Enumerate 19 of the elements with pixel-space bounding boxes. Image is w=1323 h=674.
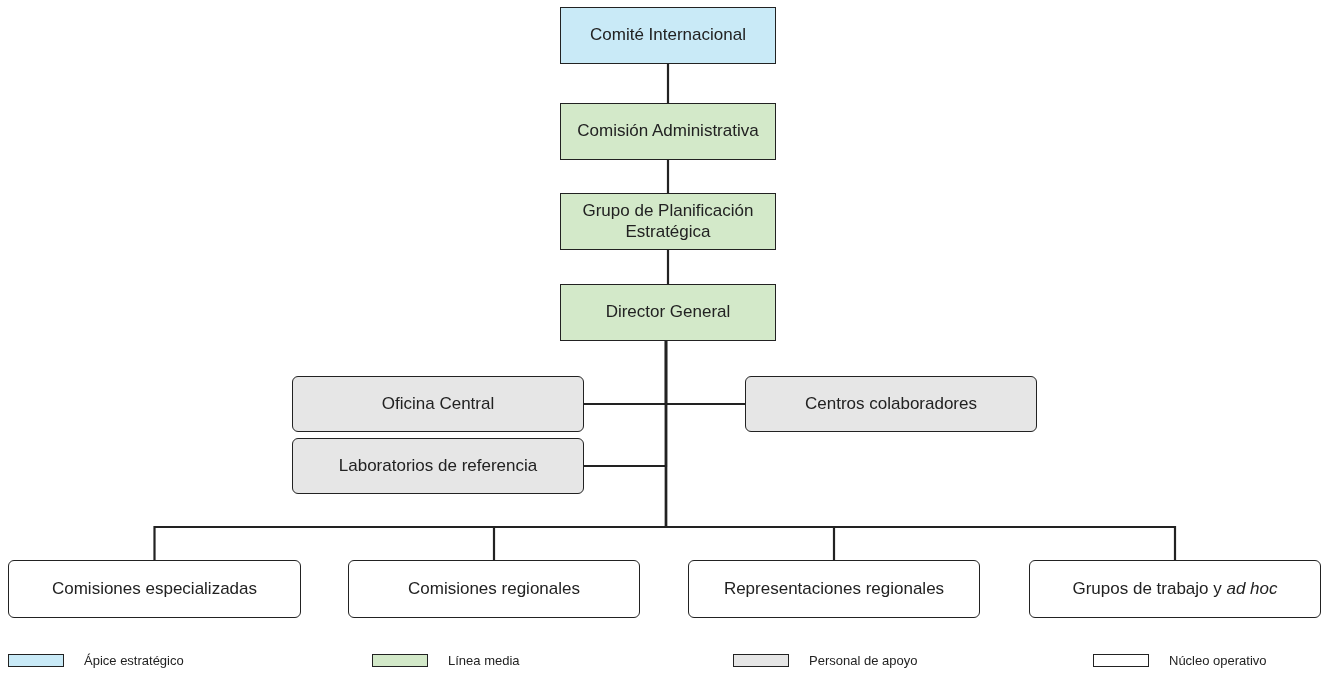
org-box: Comisiones especializadas — [8, 560, 301, 618]
org-box: Comité Internacional — [560, 7, 776, 64]
connector-line — [666, 160, 670, 193]
legend-label: Ápice estratégico — [84, 653, 184, 668]
connector-line — [666, 64, 670, 103]
connector-line — [666, 250, 670, 284]
org-box: Laboratorios de referencia — [292, 438, 584, 494]
org-box: Comisión Administrativa — [560, 103, 776, 160]
org-box: Oficina Central — [292, 376, 584, 432]
legend-label: Línea media — [448, 653, 520, 668]
legend-label: Núcleo operativo — [1169, 653, 1267, 668]
org-box: Grupos de trabajo y ad hoc — [1029, 560, 1321, 618]
org-box: Representaciones regionales — [688, 560, 980, 618]
org-box: Director General — [560, 284, 776, 341]
org-box: Centros colaboradores — [745, 376, 1037, 432]
org-box: Grupo de Planificación Estratégica — [560, 193, 776, 250]
connector-line — [664, 341, 1177, 560]
legend-label: Personal de apoyo — [809, 653, 918, 668]
org-box: Comisiones regionales — [348, 560, 640, 618]
